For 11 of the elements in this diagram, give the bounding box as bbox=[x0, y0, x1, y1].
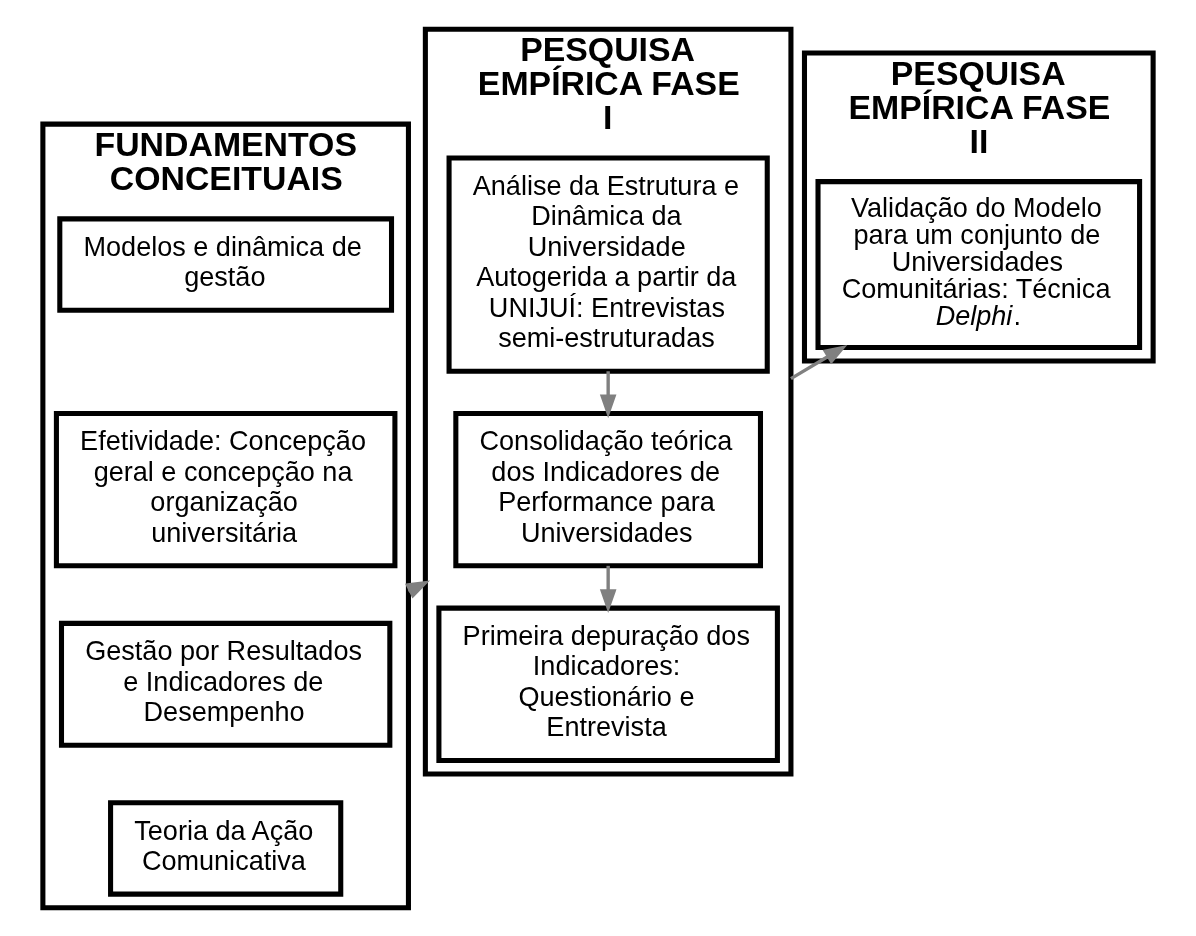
node-box: Efetividade: Concepção geral e concepção na organização universitária bbox=[53, 410, 398, 568]
node-box: Análise da Estrutura e Dinâmica da Universidade Autogerida a partir da UNIJUÍ: Entrevistas semi-estruturadas bbox=[446, 154, 770, 374]
node-box: Consolidação teórica dos Indicadores de Performance para Universidades bbox=[453, 410, 763, 568]
arrow bbox=[790, 344, 848, 380]
arrow bbox=[599, 370, 617, 418]
arrow bbox=[599, 565, 617, 613]
node-box: Teoria da Ação Comunicativa bbox=[108, 799, 344, 897]
node-box: Gestão por Resultados e Indicadores de Desempenho bbox=[58, 620, 393, 748]
node-box: Modelos e dinâmica de gestão bbox=[57, 215, 395, 313]
node-box: Primeira depuração dos Indicadores: Questionário e Entrevista bbox=[436, 605, 780, 763]
node-box: Validação do Modelo para um conjunto de Universidades Comunitárias: Técnica Delphi. bbox=[815, 178, 1143, 350]
